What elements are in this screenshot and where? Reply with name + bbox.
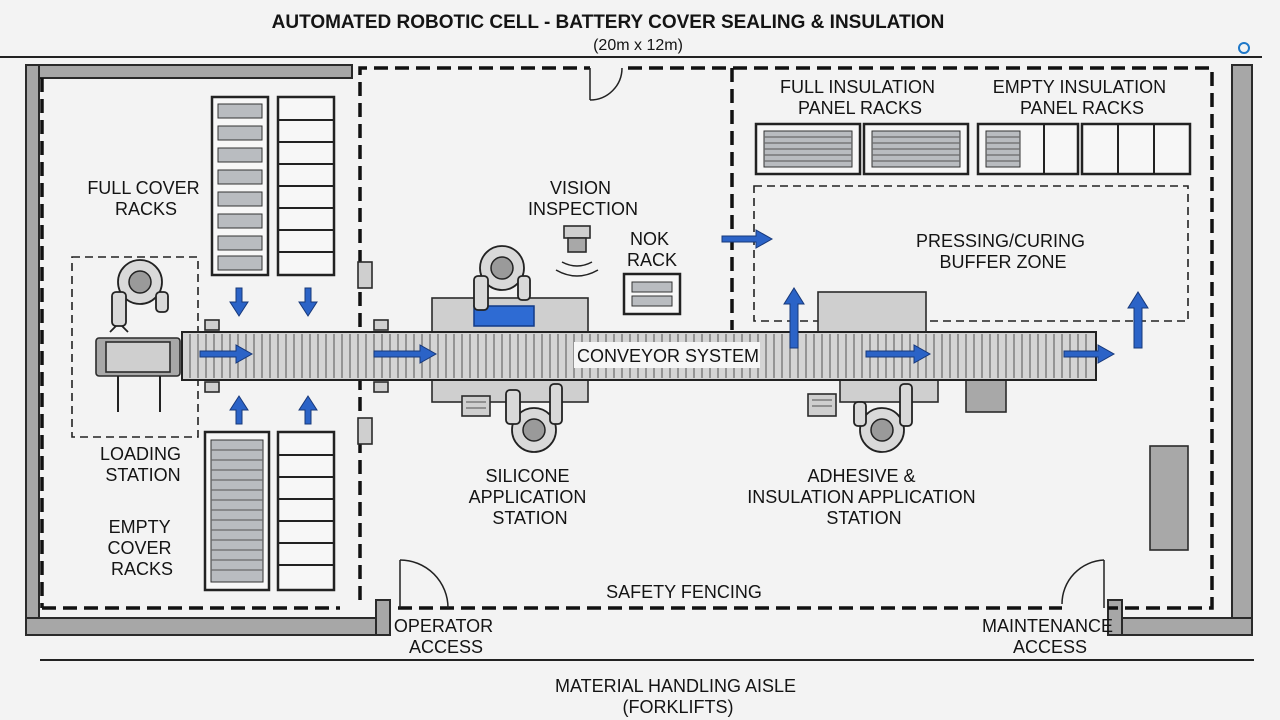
full-cover-rack-2 [276, 95, 336, 277]
arrow-icon [783, 287, 805, 349]
sensor [373, 381, 389, 393]
label-empty-cover-racks: EMPTY COVER RACKS [107, 517, 176, 579]
flow-arrows [199, 229, 1149, 425]
arrow-icon [298, 287, 318, 317]
camera-icon [555, 225, 599, 277]
conveyor-system [181, 331, 1097, 381]
diagram-dimensions: (20m x 12m) [593, 37, 683, 54]
press-unit [817, 291, 927, 333]
robot-arm-icon [853, 383, 913, 453]
pressing-buffer-zone [753, 185, 1189, 322]
conveyor-label-bg [574, 342, 760, 368]
robot-arm-icon [505, 383, 563, 453]
label-operator-access: OPERATOR ACCESS [394, 616, 498, 657]
loading-table [95, 337, 181, 412]
label-nok-rack: NOK RACK [627, 229, 677, 270]
robot-arm-icon [109, 259, 169, 333]
light-fixture-icon [357, 261, 373, 289]
control-panel-icon[interactable] [461, 395, 491, 417]
empty-cover-rack-1 [203, 430, 271, 592]
label-pressing-buffer: PRESSING/CURING BUFFER ZONE [916, 231, 1090, 272]
full-cover-rack-1 [210, 95, 270, 277]
arrow-icon [373, 344, 438, 364]
full-insulation-rack-2 [862, 122, 970, 176]
label-adhesive-station: ADHESIVE & INSULATION APPLICATION STATIO… [747, 466, 980, 528]
control-panel-icon[interactable] [807, 393, 837, 417]
sensor [373, 319, 389, 331]
operator-access-door[interactable] [399, 559, 449, 609]
conveyor-label: CONVEYOR SYSTEM [577, 346, 759, 366]
cursor-icon [1238, 42, 1250, 54]
label-loading-station: LOADING STATION [100, 444, 186, 485]
arrow-icon [199, 344, 254, 364]
diagram-title: AUTOMATED ROBOTIC CELL - BATTERY COVER S… [272, 12, 945, 33]
sensor [204, 381, 220, 393]
equipment-cabinet [965, 379, 1007, 413]
fence-door-top[interactable] [589, 67, 623, 101]
arrow-icon [865, 344, 932, 364]
adhesive-station-bottom [839, 379, 939, 403]
label-vision-inspection: VISION INSPECTION [528, 178, 638, 219]
arrow-icon [1127, 291, 1149, 349]
sensor [204, 319, 220, 331]
nok-rack [622, 272, 682, 316]
arrow-icon [229, 395, 249, 425]
robot-arm-icon [473, 245, 531, 311]
label-aisle: MATERIAL HANDLING AISLE (FORKLIFTS) [555, 676, 801, 717]
light-fixture-icon [357, 417, 373, 445]
maintenance-cabinet [1149, 445, 1189, 551]
arrow-icon [721, 229, 774, 249]
label-full-cover-racks: FULL COVER RACKS [87, 178, 204, 219]
arrow-icon [298, 395, 318, 425]
maintenance-access-door[interactable] [1061, 559, 1105, 608]
building-walls [25, 64, 1253, 636]
empty-cover-rack-2 [276, 430, 336, 592]
empty-insulation-rack-1 [976, 122, 1080, 176]
fence-label-bg [600, 580, 768, 604]
silicone-work-panel [473, 305, 535, 327]
safety-fence [40, 66, 1214, 610]
arrow-icon [1063, 344, 1116, 364]
label-empty-insulation-racks: EMPTY INSULATION PANEL RACKS [993, 77, 1171, 118]
empty-insulation-rack-2 [1080, 122, 1192, 176]
arrow-icon [229, 287, 249, 317]
full-insulation-rack-1 [754, 122, 862, 176]
label-safety-fencing: SAFETY FENCING [606, 582, 762, 602]
label-silicone-station: SILICONE APPLICATION STATION [469, 466, 592, 528]
label-full-insulation-racks: FULL INSULATION PANEL RACKS [780, 77, 940, 118]
label-maintenance-access: MAINTENANCE ACCESS [982, 616, 1118, 657]
